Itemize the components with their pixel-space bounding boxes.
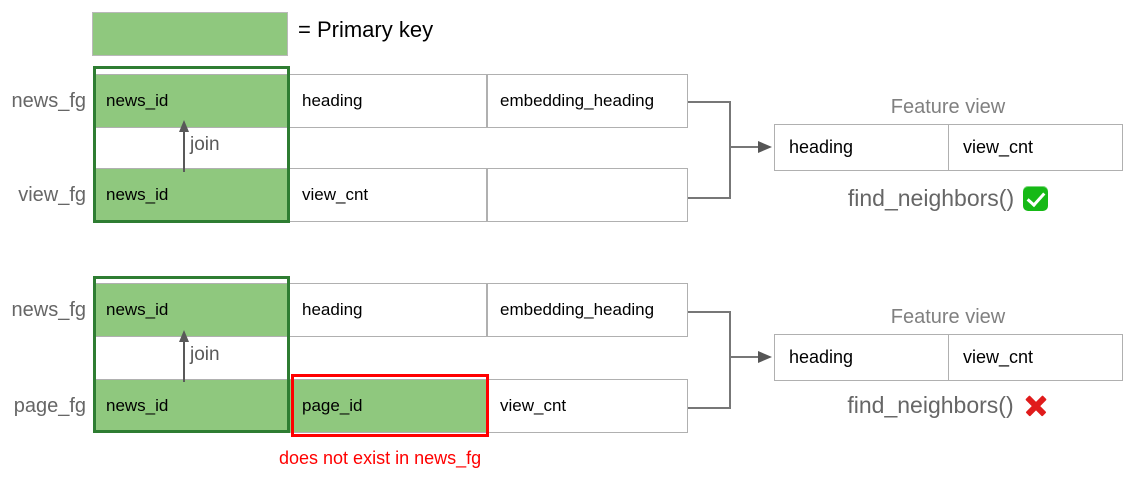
cell-view-fg-empty [487, 168, 688, 222]
feature-view-connector-bottom [688, 311, 772, 409]
primary-key-swatch [92, 12, 288, 56]
fg-label-view-fg: view_fg [18, 184, 86, 206]
find-neighbors-label-bottom: find_neighbors() [847, 392, 1014, 418]
fg-label-news-fg-bottom: news_fg [11, 299, 87, 321]
feature-view-title-top: Feature view [890, 96, 1006, 118]
feature-view-cell-heading-bottom: heading [774, 334, 949, 381]
find-neighbors-label-top: find_neighbors() [847, 185, 1015, 211]
feature-view-cell-view-cnt-bottom: view_cnt [948, 334, 1123, 381]
join-key-highlight-box-bottom [93, 276, 290, 433]
cell-news-fg-embedding-heading-bottom: embedding_heading [487, 283, 688, 337]
feature-view-connector-top [688, 101, 772, 199]
find-neighbors-result-bottom: find_neighbors() [782, 392, 1114, 419]
cell-page-fg-news-id: news_id [93, 379, 289, 433]
fg-label-news-fg-top: news_fg [11, 90, 87, 112]
feature-view-cell-heading-top: heading [774, 124, 949, 171]
cell-page-fg-view-cnt: view_cnt [487, 379, 688, 433]
fg-label-page-fg: page_fg [13, 395, 86, 417]
join-label-top: join [190, 134, 220, 155]
cell-view-fg-view-cnt: view_cnt [289, 168, 487, 222]
check-mark-icon [1023, 186, 1049, 211]
missing-column-error-box [291, 374, 489, 437]
join-arrow-top [179, 120, 189, 172]
cross-mark-icon [1023, 393, 1049, 419]
cell-news-fg-heading-bottom: heading [289, 283, 487, 337]
cell-news-fg-heading-top: heading [289, 74, 487, 128]
join-label-bottom: join [190, 344, 220, 365]
legend-label: = Primary key [298, 17, 434, 42]
cell-news-fg-news-id-bottom: news_id [93, 283, 289, 337]
join-arrow-bottom [179, 330, 189, 382]
join-key-highlight-box-top [93, 66, 290, 223]
find-neighbors-result-top: find_neighbors() [782, 185, 1114, 212]
feature-view-cell-view-cnt-top: view_cnt [948, 124, 1123, 171]
feature-view-title-bottom: Feature view [890, 306, 1006, 328]
cell-page-fg-page-id: page_id [289, 379, 487, 433]
missing-column-caption: does not exist in news_fg [279, 448, 482, 468]
cell-news-fg-news-id-top: news_id [93, 74, 289, 128]
cell-news-fg-embedding-heading-top: embedding_heading [487, 74, 688, 128]
